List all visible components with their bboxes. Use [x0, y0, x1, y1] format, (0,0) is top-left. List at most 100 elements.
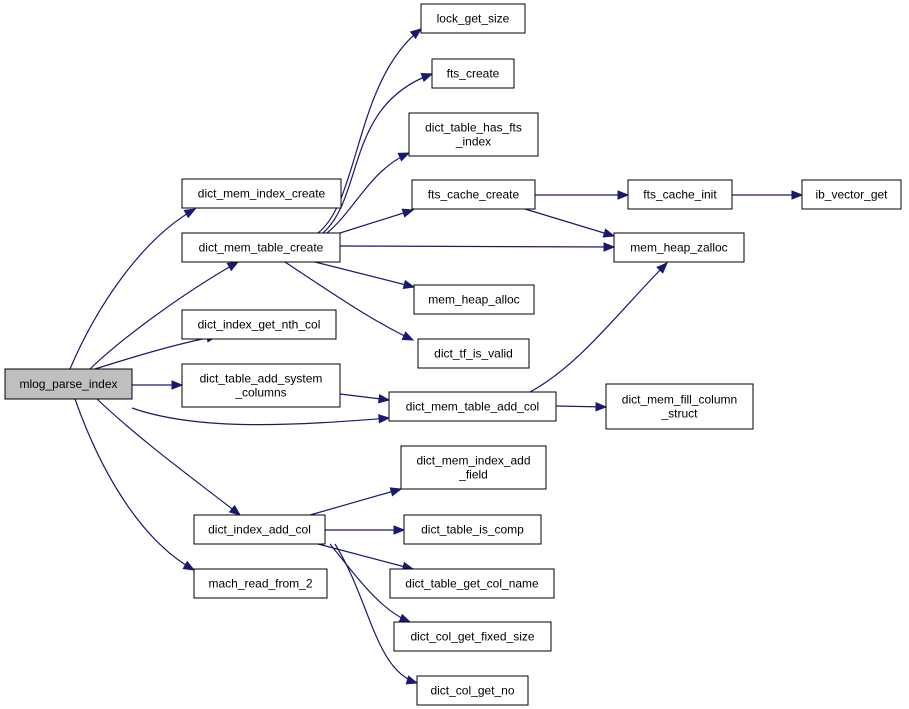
node-box [400, 445, 547, 490]
node-label: dict_table_has_fts [425, 121, 522, 135]
node-lock-get-size[interactable]: lock_get_size [420, 3, 526, 34]
node-fts-cache-init[interactable]: fts_cache_init [627, 179, 733, 210]
node-box [4, 368, 133, 400]
arrowhead-icon [409, 28, 423, 40]
node-label: dict_mem_fill_column [622, 393, 737, 407]
arrowhead-icon [183, 208, 197, 219]
edge-root-to-dmic [69, 208, 196, 370]
node-box [181, 178, 342, 209]
node-box [627, 179, 733, 210]
arrowhead-icon [595, 402, 608, 412]
node-box [181, 232, 341, 263]
node-box [393, 621, 552, 652]
node-label: dict_table_add_system [200, 372, 323, 386]
arrowhead-icon [603, 242, 616, 252]
node-fts-create[interactable]: fts_create [431, 58, 515, 89]
node-label: dict_index_get_nth_col [198, 318, 321, 332]
node-label: lock_get_size [437, 12, 510, 26]
arrowhead-icon [791, 190, 804, 200]
node-ib-vector-get[interactable]: ib_vector_get [801, 179, 902, 210]
node-dict-table-get-col-name[interactable]: dict_table_get_col_name [389, 568, 555, 599]
edge-root-to-dmtac [131, 407, 390, 426]
node-label: mem_heap_alloc [428, 293, 519, 307]
arrowhead-icon [393, 525, 406, 535]
node-box [420, 3, 526, 34]
edge-diac-to-dmiaf [309, 488, 402, 516]
node-dict-tf-is-valid[interactable]: dict_tf_is_valid [417, 338, 530, 369]
node-label: dict_mem_index_add [416, 454, 530, 468]
node-box [605, 383, 754, 430]
arrowhead-icon [378, 414, 391, 424]
node-dict-index-add-col[interactable]: dict_index_add_col [193, 514, 326, 545]
node-label: dict_col_get_no [430, 684, 514, 698]
edge-ftscc-to-mhz [524, 208, 615, 237]
node-dict-mem-fill-column-struct[interactable]: dict_mem_fill_column_struct [605, 383, 754, 430]
node-dict-table-has-fts-index[interactable]: dict_table_has_fts_index [408, 112, 539, 157]
edge-dmtc-to-dthfi [326, 152, 410, 234]
node-label: _struct [660, 407, 698, 421]
node-label: _columns [234, 386, 286, 400]
arrowhead-icon [405, 675, 419, 685]
node-dict-col-get-fixed-size[interactable]: dict_col_get_fixed_size [393, 621, 552, 652]
node-box [417, 338, 530, 369]
node-label: mem_heap_zalloc [630, 241, 727, 255]
edge-dmtc-to-mha [314, 261, 415, 288]
node-label: dict_table_get_col_name [405, 577, 539, 591]
node-dict-table-add-system-columns[interactable]: dict_table_add_system_columns [181, 363, 341, 408]
arrowhead-icon [389, 487, 403, 497]
node-dict-col-get-no[interactable]: dict_col_get_no [416, 675, 529, 706]
node-mem-heap-alloc[interactable]: mem_heap_alloc [413, 284, 535, 315]
edge-root-to-dmtc [89, 261, 239, 370]
arrowhead-icon [228, 504, 242, 516]
edge-root-to-mrf2 [74, 398, 195, 571]
node-fts-cache-create[interactable]: fts_cache_create [411, 179, 536, 210]
node-label: dict_tf_is_valid [434, 347, 513, 361]
node-label: dict_index_add_col [208, 523, 311, 537]
node-mlog-parse-index[interactable]: mlog_parse_index [4, 368, 133, 400]
arrowhead-icon [401, 331, 415, 341]
edge-layer [69, 28, 804, 685]
edge-dmtc-to-ftsc [322, 73, 433, 234]
node-box [801, 179, 902, 210]
node-label: dict_mem_table_add_col [406, 400, 539, 414]
node-label: _field [458, 468, 488, 482]
node-box [193, 568, 328, 599]
node-dict-mem-table-create[interactable]: dict_mem_table_create [181, 232, 341, 263]
node-dict-mem-index-create[interactable]: dict_mem_index_create [181, 178, 342, 209]
edge-diac-to-dcgn [334, 543, 418, 684]
arrowhead-icon [398, 613, 412, 623]
node-layer: mlog_parse_indexdict_mem_index_createdic… [4, 3, 902, 706]
node-dict-mem-index-add-field[interactable]: dict_mem_index_add_field [400, 445, 547, 490]
node-box [181, 363, 341, 408]
edge-root-to-diac [96, 398, 241, 516]
arrowhead-icon [226, 261, 240, 272]
node-box [181, 309, 337, 340]
node-label: dict_table_is_comp [421, 523, 524, 537]
node-dict-table-is-comp[interactable]: dict_table_is_comp [403, 514, 542, 545]
node-dict-index-get-nth-col[interactable]: dict_index_get_nth_col [181, 309, 337, 340]
arrowhead-icon [401, 208, 415, 218]
node-label: fts_cache_create [428, 188, 520, 202]
edge-dmtc-to-lgs [317, 28, 422, 234]
node-label: fts_cache_init [643, 188, 717, 202]
node-box [388, 391, 557, 422]
arrowhead-icon [420, 73, 434, 82]
arrowhead-icon [171, 380, 184, 390]
node-box [431, 58, 515, 89]
node-label: ib_vector_get [815, 188, 888, 202]
node-label: fts_create [447, 67, 500, 81]
node-mem-heap-zalloc[interactable]: mem_heap_zalloc [613, 232, 745, 263]
node-label: mach_read_from_2 [208, 577, 312, 591]
node-label: dict_col_get_fixed_size [410, 630, 534, 644]
node-box [389, 568, 555, 599]
node-box [403, 514, 542, 545]
edge-dmtc-to-mhz [339, 245, 615, 248]
node-mach-read-from-2[interactable]: mach_read_from_2 [193, 568, 328, 599]
node-dict-mem-table-add-col[interactable]: dict_mem_table_add_col [388, 391, 557, 422]
node-box [413, 284, 535, 315]
arrowhead-icon [397, 152, 411, 162]
arrowhead-icon [602, 228, 616, 238]
node-box [416, 675, 529, 706]
arrowhead-icon [378, 394, 391, 404]
